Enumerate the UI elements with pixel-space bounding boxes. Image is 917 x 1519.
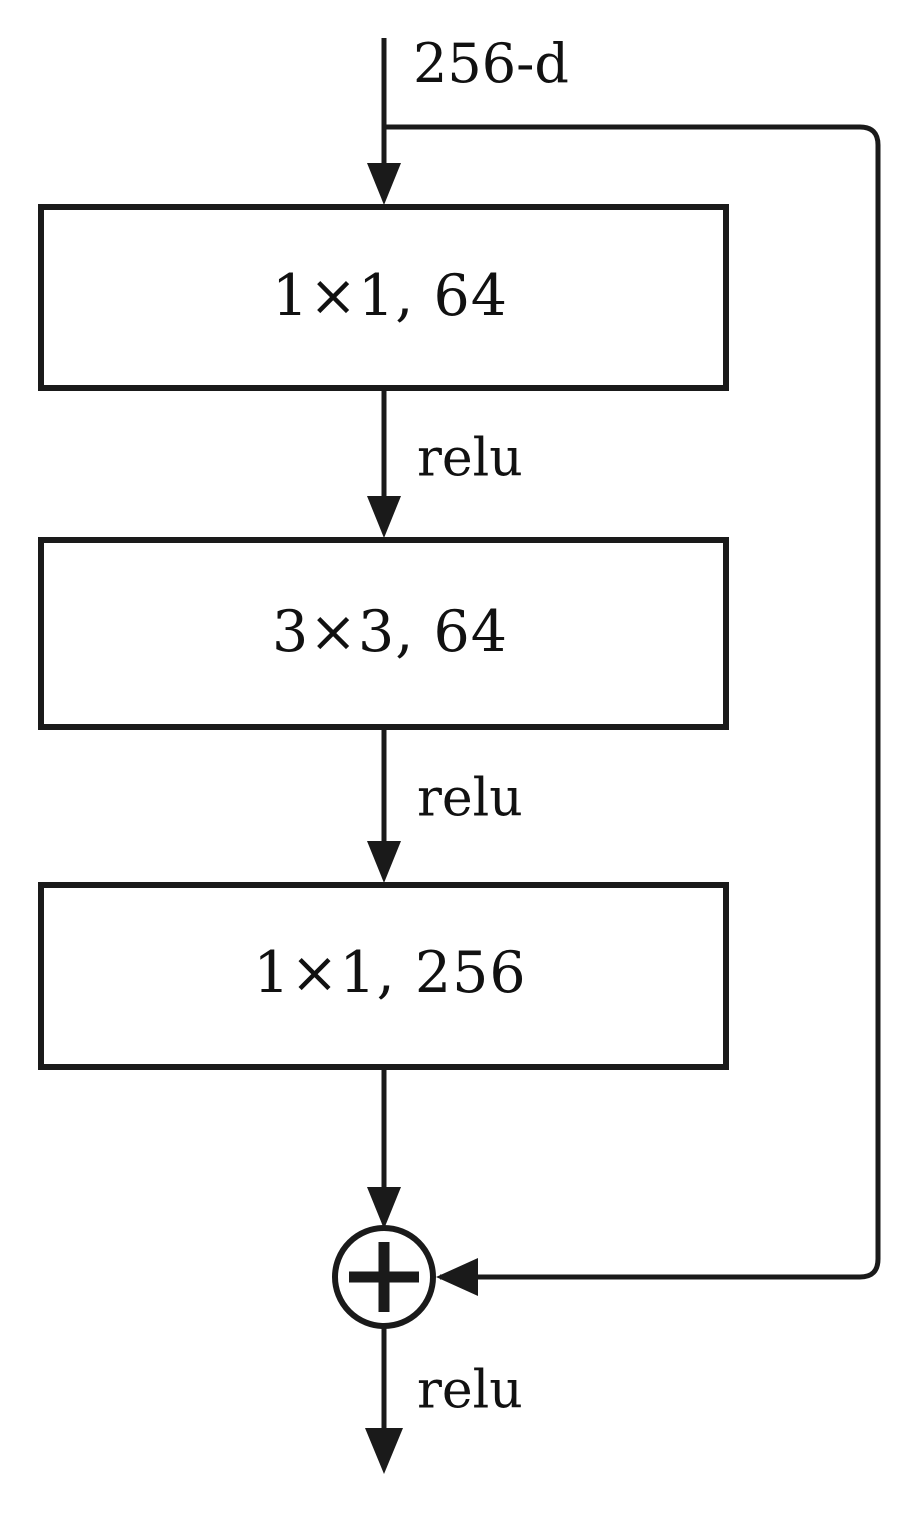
input-dimension-label: 256-d (413, 32, 569, 95)
conv-block-2-label: 3×3, 64 (272, 599, 508, 665)
relu-label-output: relu (417, 1361, 523, 1421)
conv-block-1-rect[interactable] (38, 204, 729, 391)
input-edge (367, 38, 401, 205)
conv-block-3[interactable]: 1×1, 256 (38, 882, 729, 1070)
edge-conv3-to-sum-arrowhead-icon (367, 1187, 401, 1229)
edge-conv3-to-sum (367, 1067, 401, 1229)
relu-label-2: relu (417, 769, 523, 829)
conv-block-1-label: 1×1, 64 (272, 263, 508, 329)
shortcut-line (384, 124, 881, 1280)
output-arrowhead-icon (365, 1428, 403, 1474)
shortcut-path (384, 124, 881, 1296)
edge-conv1-to-conv2: relu (367, 388, 523, 538)
edge-conv2-to-conv3-arrowhead-icon (367, 841, 401, 883)
shortcut-arrowhead-icon (436, 1258, 478, 1296)
sum-node[interactable] (332, 1225, 436, 1329)
conv-block-3-rect[interactable] (38, 882, 729, 1070)
input-arrowhead-icon (367, 163, 401, 205)
relu-label-1: relu (417, 429, 523, 489)
conv-block-3-label: 1×1, 256 (253, 940, 526, 1006)
conv-block-1[interactable]: 1×1, 64 (38, 204, 729, 391)
conv-block-2[interactable]: 3×3, 64 (38, 537, 729, 730)
edge-conv1-to-conv2-arrowhead-icon (367, 496, 401, 538)
edge-conv2-to-conv3: relu (367, 727, 523, 883)
output-edge: relu (365, 1326, 523, 1474)
